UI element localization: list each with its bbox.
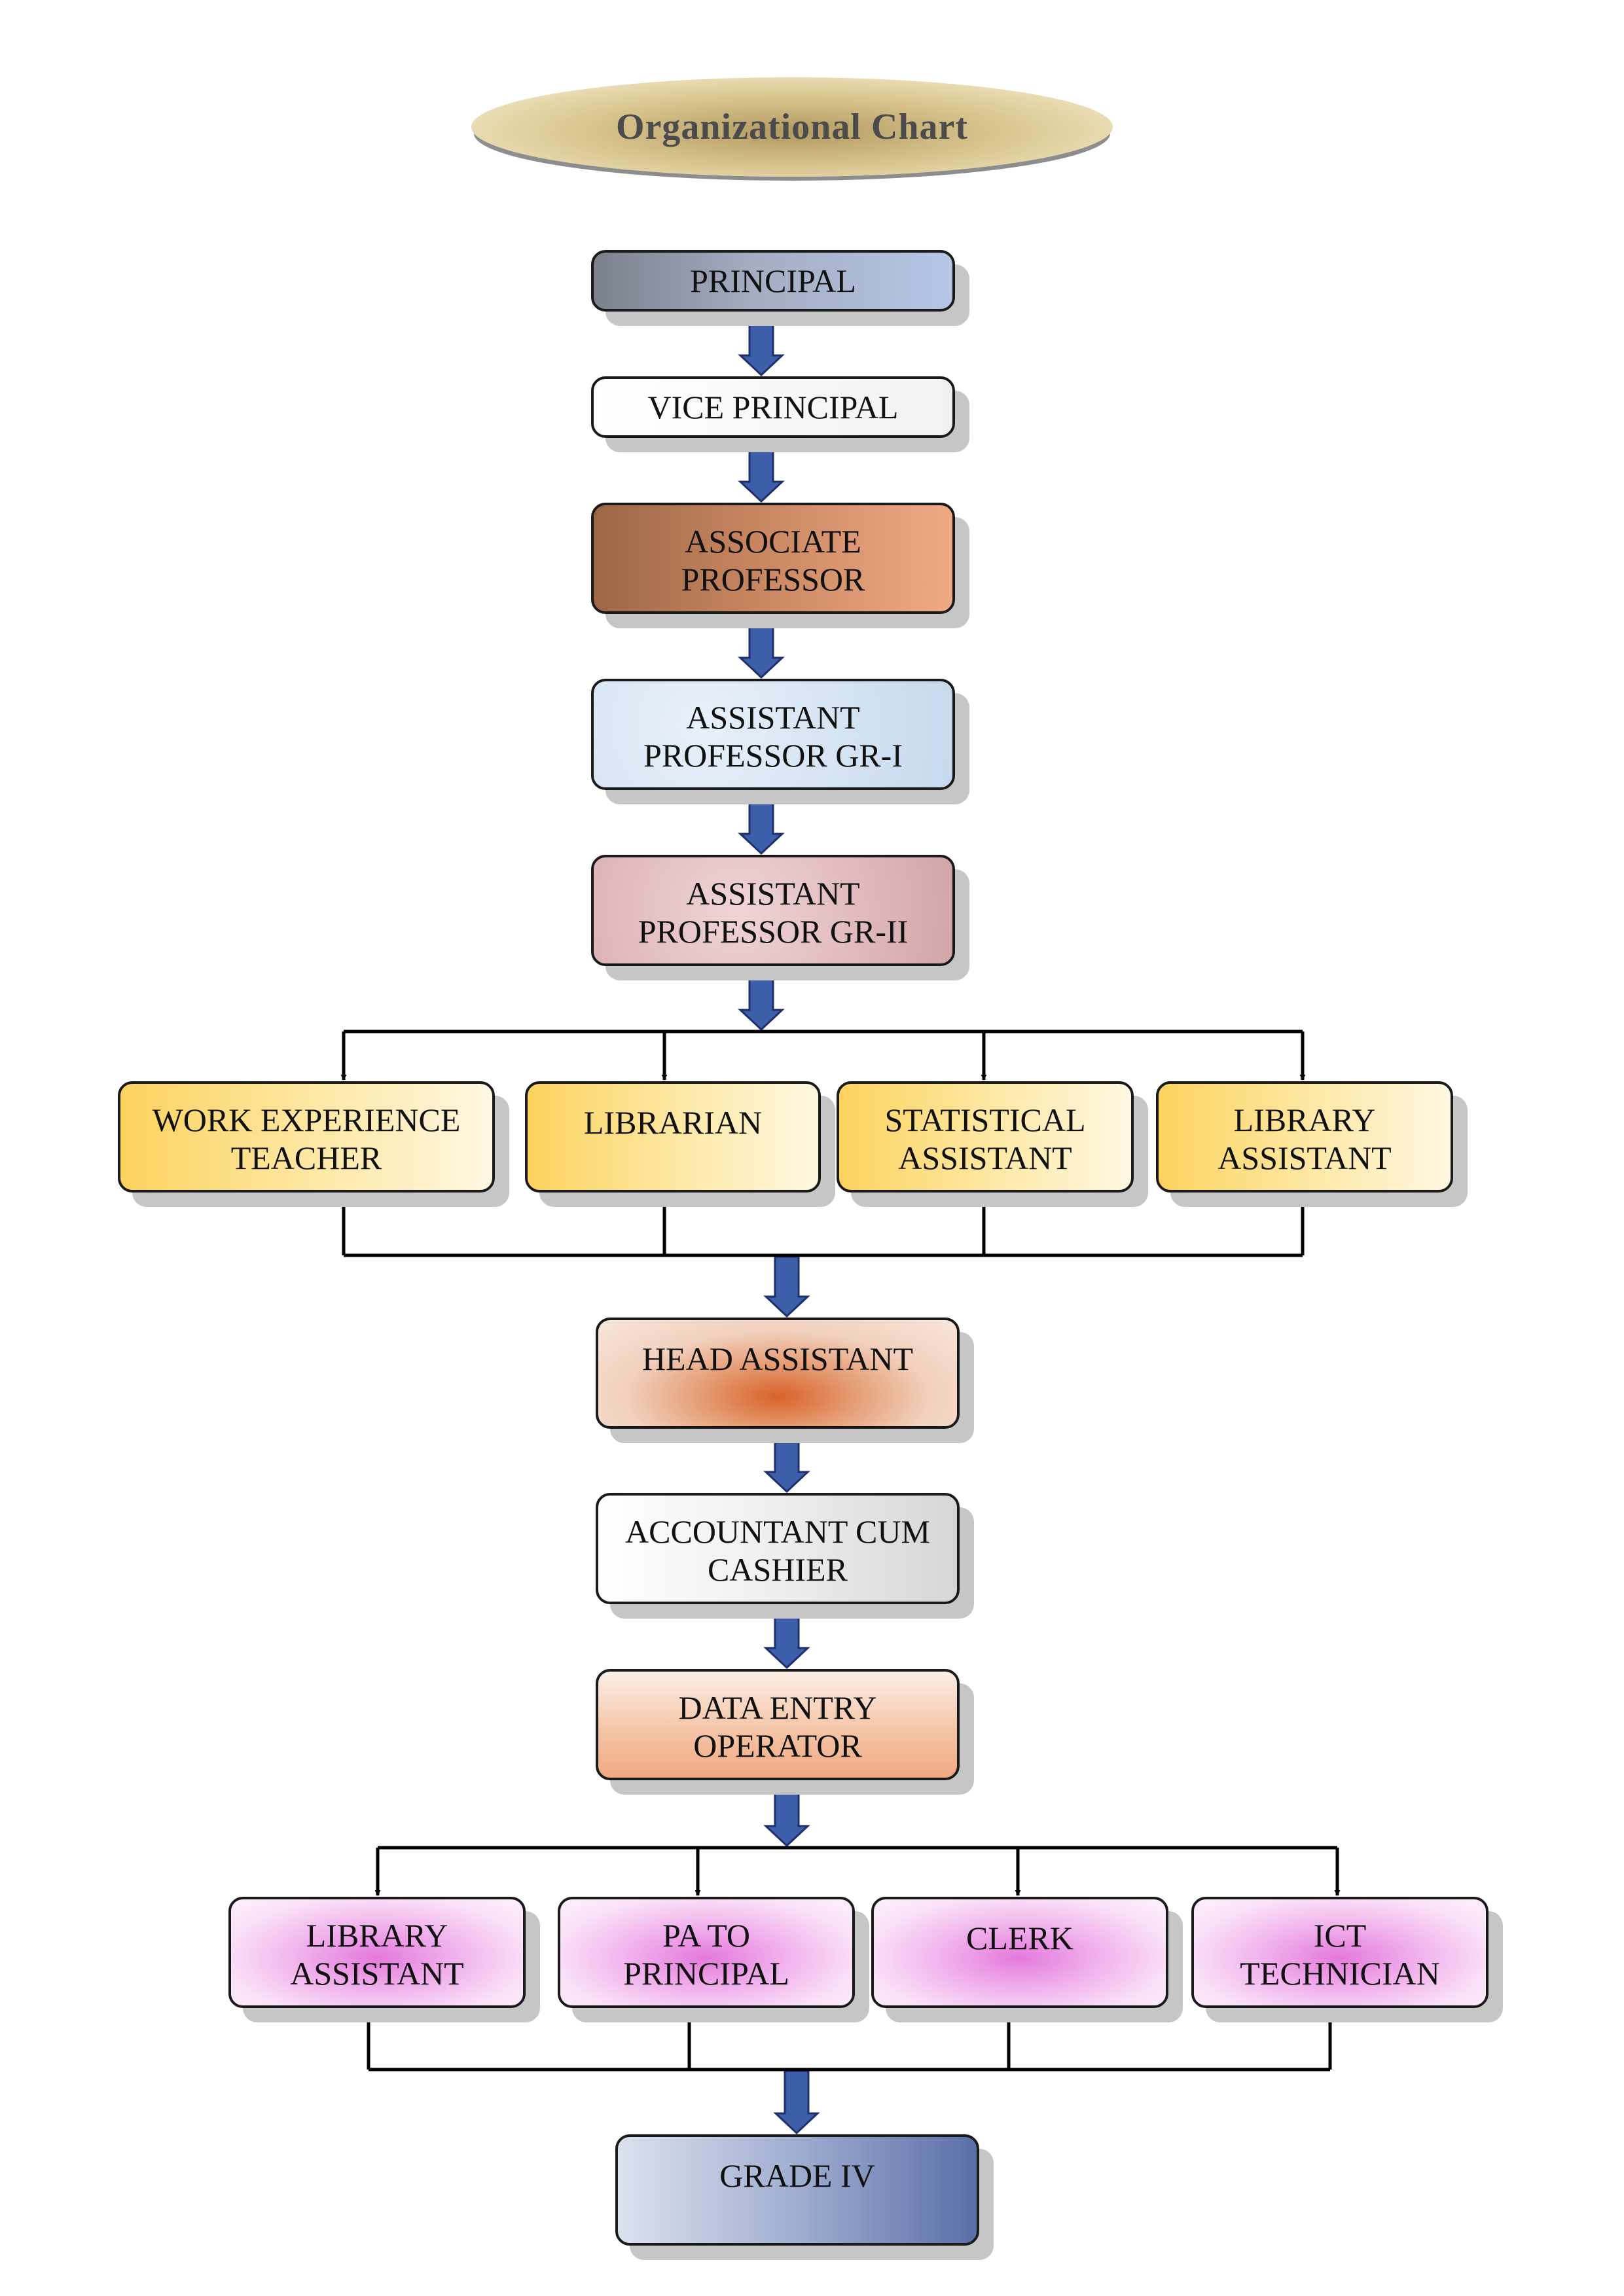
- node-accountant-cum-cashier: ACCOUNTANT CUM CASHIER: [596, 1493, 960, 1604]
- node-library-assistant-lower: LIBRARY ASSISTANT: [228, 1897, 526, 2008]
- arrow-accountant-to-dataentry: [763, 1604, 810, 1670]
- node-librarian: LIBRARIAN: [525, 1081, 821, 1193]
- arrow-gr1-to-gr2: [738, 790, 785, 855]
- node-label: ASSOCIATE PROFESSOR: [681, 523, 865, 598]
- node-principal: PRINCIPAL: [591, 250, 955, 312]
- arrow-branch-to-grade: [773, 2070, 820, 2135]
- node-label: VICE PRINCIPAL: [647, 389, 899, 425]
- chart-title: Organizational Chart: [616, 107, 968, 147]
- node-label: ASSISTANT PROFESSOR GR-II: [638, 875, 909, 950]
- chart-title-oval: Organizational Chart: [471, 77, 1113, 177]
- node-label: PA TO PRINCIPAL: [623, 1917, 789, 1992]
- node-work-experience-teacher: WORK EXPERIENCE TEACHER: [118, 1081, 495, 1193]
- arrow-dataentry-to-branch: [763, 1780, 810, 1848]
- node-statistical-assistant: STATISTICAL ASSISTANT: [837, 1081, 1134, 1193]
- arrow-principal-to-vice: [738, 312, 785, 377]
- node-label: STATISTICAL ASSISTANT: [884, 1102, 1086, 1176]
- node-ict-technician: ICT TECHNICIAN: [1191, 1897, 1489, 2008]
- node-vice-principal: VICE PRINCIPAL: [591, 376, 955, 438]
- node-label: LIBRARY ASSISTANT: [290, 1917, 464, 1992]
- arrow-vice-to-associate: [738, 438, 785, 503]
- arrow-head-to-accountant: [763, 1429, 810, 1494]
- node-label: GRADE IV: [719, 2157, 875, 2194]
- node-label: LIBRARY ASSISTANT: [1218, 1102, 1392, 1176]
- node-data-entry-operator: DATA ENTRY OPERATOR: [596, 1669, 960, 1780]
- node-assistant-professor-gr2: ASSISTANT PROFESSOR GR-II: [591, 855, 955, 966]
- node-label: LIBRARIAN: [583, 1104, 763, 1141]
- arrow-gr2-to-branch: [738, 966, 785, 1031]
- node-label: WORK EXPERIENCE TEACHER: [152, 1102, 461, 1176]
- arrow-associate-to-gr1: [738, 614, 785, 679]
- node-label: ACCOUNTANT CUM CASHIER: [625, 1513, 930, 1588]
- node-clerk: CLERK: [871, 1897, 1168, 2008]
- node-label: CLERK: [966, 1920, 1074, 1956]
- node-library-assistant-upper: LIBRARY ASSISTANT: [1156, 1081, 1453, 1193]
- node-assistant-professor-gr1: ASSISTANT PROFESSOR GR-I: [591, 679, 955, 790]
- node-associate-professor: ASSOCIATE PROFESSOR: [591, 503, 955, 614]
- arrow-branch-to-head: [763, 1255, 810, 1318]
- node-label: PRINCIPAL: [690, 262, 856, 299]
- node-grade-iv: GRADE IV: [615, 2134, 979, 2246]
- node-label: HEAD ASSISTANT: [641, 1340, 914, 1377]
- node-label: ASSISTANT PROFESSOR GR-I: [643, 699, 903, 774]
- node-head-assistant: HEAD ASSISTANT: [596, 1318, 960, 1429]
- node-pa-to-principal: PA TO PRINCIPAL: [558, 1897, 855, 2008]
- node-label: ICT TECHNICIAN: [1240, 1917, 1440, 1992]
- node-label: DATA ENTRY OPERATOR: [678, 1689, 877, 1764]
